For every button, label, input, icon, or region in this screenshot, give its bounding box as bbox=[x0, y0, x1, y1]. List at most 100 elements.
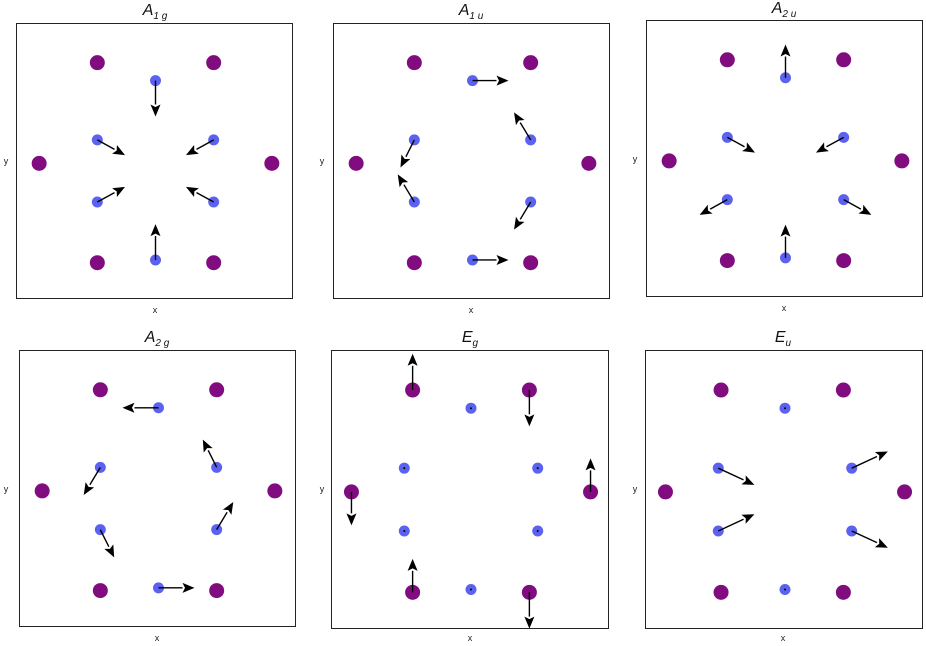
plot-frame bbox=[333, 23, 610, 299]
inner-atom bbox=[846, 525, 858, 537]
outer-atom bbox=[523, 255, 539, 271]
title-main: A bbox=[458, 2, 470, 19]
outer-atom bbox=[92, 382, 108, 398]
outer-atom bbox=[348, 155, 364, 171]
plot-frame bbox=[331, 350, 609, 629]
outer-atom bbox=[206, 255, 222, 271]
x-axis-label: x bbox=[468, 305, 474, 315]
inner-atom bbox=[721, 194, 733, 206]
mode-plot bbox=[657, 382, 913, 600]
displacement-arrow bbox=[158, 582, 195, 593]
plot-frame bbox=[646, 20, 923, 297]
outer-atom bbox=[264, 155, 280, 171]
title-sub-parity: g bbox=[161, 11, 168, 23]
inner-atom bbox=[780, 252, 791, 264]
zero-displacement-dot bbox=[403, 467, 406, 470]
title-main: E bbox=[774, 329, 786, 346]
displacement-arrow bbox=[346, 491, 357, 526]
outer-atom bbox=[657, 484, 673, 500]
zero-displacement-dot bbox=[784, 407, 786, 410]
zero-displacement-dot bbox=[470, 588, 472, 591]
displacement-arrow bbox=[699, 199, 728, 215]
panel-title: Eu bbox=[775, 329, 791, 349]
displacement-arrow bbox=[851, 530, 888, 548]
y-axis-label: y bbox=[3, 156, 9, 166]
panel-title: A1 g bbox=[143, 2, 168, 22]
x-axis-label: x bbox=[781, 303, 787, 313]
y-axis-label: y bbox=[632, 484, 638, 494]
outer-atom bbox=[835, 584, 851, 600]
outer-atom bbox=[835, 382, 851, 398]
displacement-arrow bbox=[815, 136, 845, 153]
mode-plot bbox=[343, 353, 599, 629]
outer-atom bbox=[894, 153, 910, 169]
displacement-arrow bbox=[150, 224, 161, 260]
zero-displacement-dot bbox=[536, 529, 539, 532]
outer-atom bbox=[406, 55, 422, 71]
x-axis-label: x bbox=[154, 633, 160, 643]
inner-atom bbox=[838, 194, 850, 206]
title-sub-parity: g bbox=[472, 338, 479, 350]
displacement-arrow bbox=[514, 201, 532, 230]
displacement-arrow bbox=[397, 174, 415, 203]
y-axis-label: y bbox=[632, 154, 638, 164]
outer-atom bbox=[89, 55, 105, 71]
displacement-arrow bbox=[216, 501, 234, 531]
displacement-arrow bbox=[99, 529, 115, 558]
displacement-arrow bbox=[780, 44, 791, 78]
displacement-arrow bbox=[96, 186, 126, 203]
displacement-arrow bbox=[514, 112, 532, 141]
title-main: A bbox=[771, 0, 783, 17]
outer-atom bbox=[713, 382, 729, 398]
displacement-arrow bbox=[726, 136, 756, 153]
mode-plot bbox=[348, 55, 597, 271]
outer-atom bbox=[661, 153, 677, 169]
outer-atom bbox=[34, 483, 50, 499]
inner-atom bbox=[408, 134, 420, 146]
outer-atom bbox=[209, 583, 225, 599]
zero-displacement-dot bbox=[536, 467, 539, 470]
outer-atom bbox=[209, 382, 225, 398]
outer-atom bbox=[713, 584, 729, 600]
mode-plot bbox=[34, 382, 283, 599]
displacement-arrow bbox=[407, 558, 418, 593]
title-main: A bbox=[142, 2, 154, 19]
displacement-arrow bbox=[472, 75, 509, 86]
outer-atom bbox=[719, 52, 735, 68]
displacement-arrow bbox=[83, 466, 101, 496]
displacement-arrow bbox=[524, 592, 535, 629]
outer-atom bbox=[836, 253, 852, 269]
displacement-arrow bbox=[185, 139, 215, 156]
y-axis-label: y bbox=[3, 484, 9, 494]
x-axis-label: x bbox=[780, 633, 786, 643]
y-axis-label: y bbox=[319, 156, 325, 166]
outer-atom bbox=[406, 255, 422, 271]
outer-atom bbox=[405, 584, 421, 600]
title-main: E bbox=[461, 329, 473, 346]
outer-atom bbox=[31, 155, 47, 171]
outer-atom bbox=[581, 155, 597, 171]
outer-atom bbox=[267, 483, 283, 499]
displacement-arrow bbox=[122, 402, 159, 413]
inner-atom bbox=[780, 72, 791, 84]
displacement-arrow bbox=[407, 353, 418, 391]
outer-atom bbox=[521, 382, 537, 398]
outer-atom bbox=[897, 484, 913, 500]
displacement-arrow bbox=[202, 439, 218, 468]
title-sub-index: 1 bbox=[469, 11, 475, 23]
x-axis-label: x bbox=[467, 633, 473, 643]
zero-displacement-dot bbox=[403, 529, 406, 532]
inner-atom bbox=[94, 524, 106, 536]
inner-atom bbox=[846, 462, 858, 474]
displacement-arrow bbox=[185, 186, 215, 203]
panel-title: A1 u bbox=[459, 2, 484, 22]
displacement-arrow bbox=[843, 199, 872, 215]
title-sub-parity: u bbox=[477, 11, 484, 23]
plot-frame bbox=[19, 350, 296, 627]
outer-atom bbox=[523, 55, 539, 71]
panel-title: A2 g bbox=[145, 329, 170, 349]
displacement-arrow bbox=[585, 458, 596, 492]
displacement-arrow bbox=[851, 451, 888, 469]
displacement-arrow bbox=[717, 514, 755, 532]
zero-displacement-dot bbox=[470, 407, 472, 410]
